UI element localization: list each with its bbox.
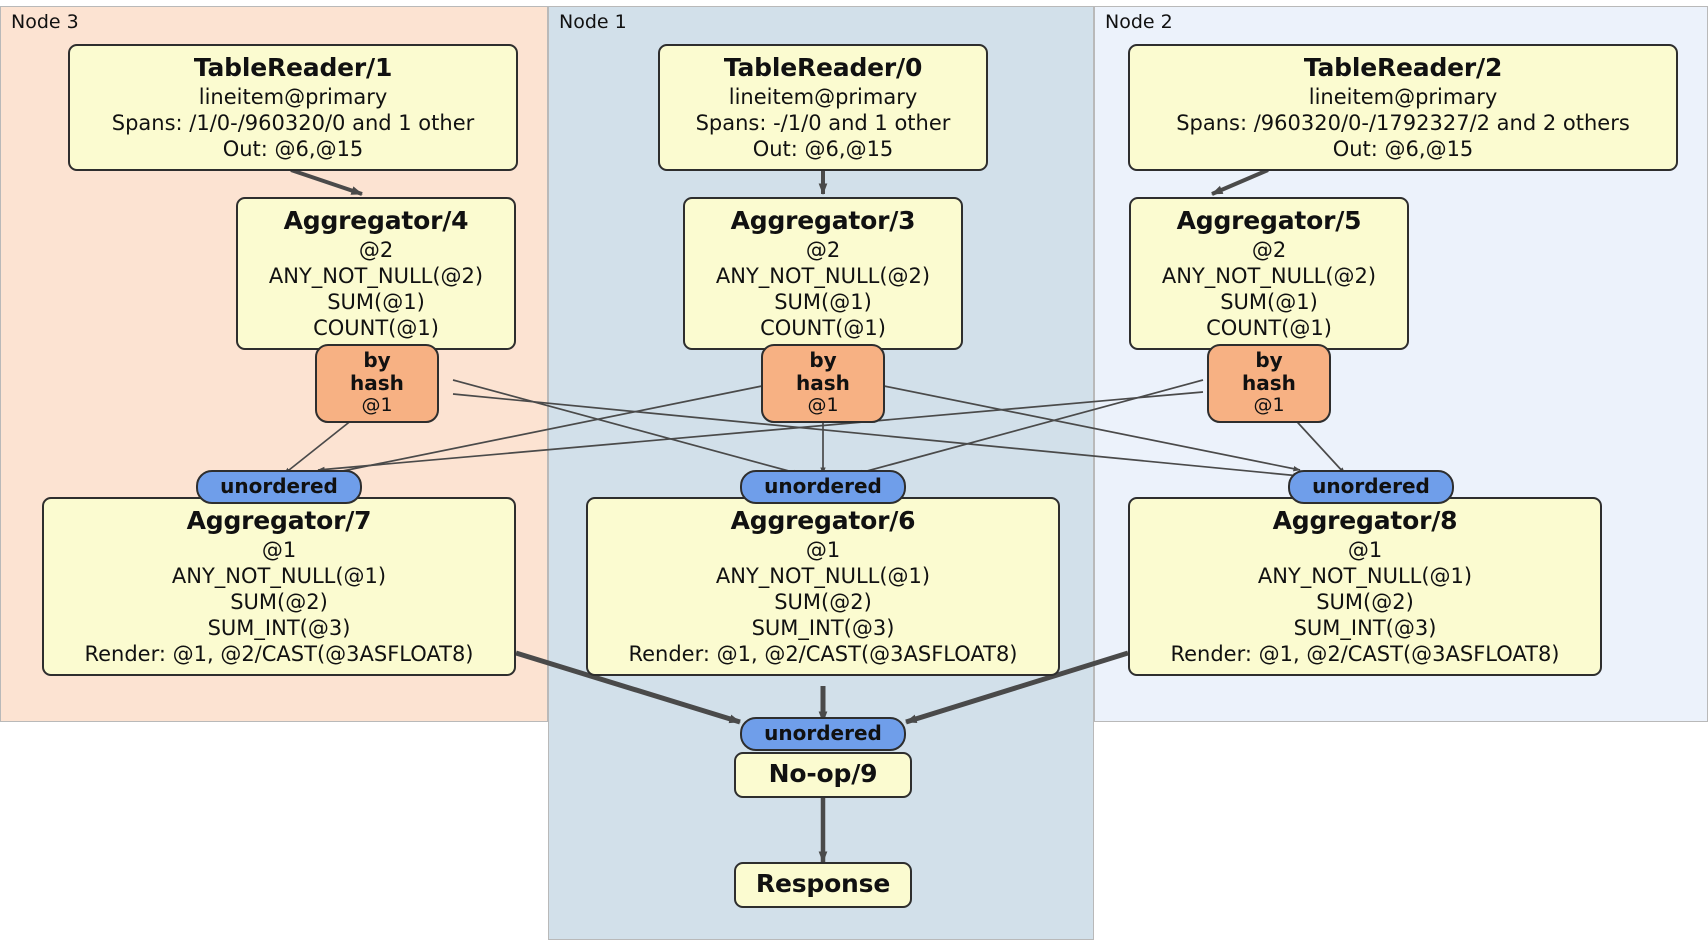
processor-title: Aggregator/7 xyxy=(186,506,372,535)
badge-label: unordered xyxy=(1312,474,1430,498)
hash-router-badge-left[interactable]: by hash @1 xyxy=(315,344,439,423)
processor-detail-line: @1 xyxy=(1347,538,1383,562)
node-panel-label-node-3: Node 3 xyxy=(11,11,79,33)
processor-title: Aggregator/5 xyxy=(1176,206,1362,235)
node-panel-label-node-1: Node 1 xyxy=(559,11,627,33)
unordered-synchronizer-badge-right[interactable]: unordered xyxy=(1288,470,1454,504)
badge-sublabel: @1 xyxy=(1253,394,1285,416)
processor-detail-line: SUM(@2) xyxy=(774,590,872,615)
processor-table-reader-2[interactable]: TableReader/2 lineitem@primary Spans: /9… xyxy=(1128,44,1678,172)
hash-router-badge-center[interactable]: by hash @1 xyxy=(761,344,885,423)
processor-aggregator-7[interactable]: Aggregator/7 @1 ANY_NOT_NULL(@1) SUM(@2)… xyxy=(42,497,516,677)
processor-title: Aggregator/8 xyxy=(1272,506,1458,535)
processor-response[interactable]: Response xyxy=(734,862,912,908)
processor-detail-line: Render: @1, @2/CAST(@3ASFLOAT8) xyxy=(628,642,1018,667)
processor-title: TableReader/2 xyxy=(1303,53,1503,82)
processor-detail-line: Out: @6,@15 xyxy=(1332,137,1474,162)
node-panel-label-node-2: Node 2 xyxy=(1105,11,1173,33)
processor-detail-line: @1 xyxy=(805,538,841,562)
processor-detail-line: SUM(@2) xyxy=(230,590,328,615)
processor-detail-line: ANY_NOT_NULL(@1) xyxy=(715,564,931,589)
processor-aggregator-8[interactable]: Aggregator/8 @1 ANY_NOT_NULL(@1) SUM(@2)… xyxy=(1128,497,1602,677)
badge-sublabel: @1 xyxy=(361,394,393,416)
processor-detail-line: ANY_NOT_NULL(@1) xyxy=(171,564,387,589)
badge-label: by hash xyxy=(350,348,404,395)
processor-detail-line: COUNT(@1) xyxy=(760,316,886,341)
processor-detail-line: SUM(@1) xyxy=(774,290,872,315)
processor-aggregator-6[interactable]: Aggregator/6 @1 ANY_NOT_NULL(@1) SUM(@2)… xyxy=(586,497,1060,677)
badge-label: by hash xyxy=(1242,348,1296,395)
processor-detail-line: SUM(@1) xyxy=(1220,290,1318,315)
processor-detail-line: @2 xyxy=(1251,238,1287,262)
processor-detail-line: Out: @6,@15 xyxy=(222,137,364,162)
badge-label: by hash xyxy=(796,348,850,395)
processor-detail-line: @2 xyxy=(358,238,394,262)
processor-table-reader-0[interactable]: TableReader/0 lineitem@primary Spans: -/… xyxy=(658,44,988,172)
processor-detail-line: @2 xyxy=(805,238,841,262)
processor-aggregator-4[interactable]: Aggregator/4 @2 ANY_NOT_NULL(@2) SUM(@1)… xyxy=(236,197,516,351)
unordered-synchronizer-badge-left[interactable]: unordered xyxy=(196,470,362,504)
processor-table-reader-1[interactable]: TableReader/1 lineitem@primary Spans: /1… xyxy=(68,44,518,172)
processor-detail-line: Spans: /960320/0-/1792327/2 and 2 others xyxy=(1176,111,1630,136)
processor-detail-line: COUNT(@1) xyxy=(313,316,439,341)
badge-sublabel: @1 xyxy=(807,394,839,416)
processor-detail-line: lineitem@primary xyxy=(1308,85,1498,109)
processor-title: No-op/9 xyxy=(768,759,878,788)
processor-title: Response xyxy=(755,869,891,898)
badge-label: unordered xyxy=(764,474,882,498)
processor-no-op-9[interactable]: No-op/9 xyxy=(734,752,912,798)
processor-detail-line: SUM_INT(@3) xyxy=(1293,616,1437,641)
processor-title: TableReader/1 xyxy=(193,53,393,82)
processor-detail-line: Spans: /1/0-/960320/0 and 1 other xyxy=(111,111,475,136)
badge-label: unordered xyxy=(764,721,882,745)
processor-detail-line: COUNT(@1) xyxy=(1206,316,1332,341)
processor-detail-line: @1 xyxy=(261,538,297,562)
processor-title: TableReader/0 xyxy=(723,53,923,82)
processor-detail-line: lineitem@primary xyxy=(198,85,388,109)
processor-detail-line: Render: @1, @2/CAST(@3ASFLOAT8) xyxy=(1170,642,1560,667)
processor-title: Aggregator/6 xyxy=(730,506,916,535)
unordered-synchronizer-badge-center[interactable]: unordered xyxy=(740,470,906,504)
processor-detail-line: ANY_NOT_NULL(@2) xyxy=(1161,264,1377,289)
processor-detail-line: Out: @6,@15 xyxy=(752,137,894,162)
processor-detail-line: ANY_NOT_NULL(@2) xyxy=(268,264,484,289)
hash-router-badge-right[interactable]: by hash @1 xyxy=(1207,344,1331,423)
processor-detail-line: ANY_NOT_NULL(@1) xyxy=(1257,564,1473,589)
processor-detail-line: lineitem@primary xyxy=(728,85,918,109)
badge-label: unordered xyxy=(220,474,338,498)
processor-detail-line: SUM(@1) xyxy=(327,290,425,315)
processor-detail-line: SUM_INT(@3) xyxy=(207,616,351,641)
processor-title: Aggregator/3 xyxy=(730,206,916,235)
processor-detail-line: ANY_NOT_NULL(@2) xyxy=(715,264,931,289)
processor-detail-line: SUM(@2) xyxy=(1316,590,1414,615)
processor-title: Aggregator/4 xyxy=(283,206,469,235)
processor-detail-line: Render: @1, @2/CAST(@3ASFLOAT8) xyxy=(84,642,474,667)
unordered-synchronizer-badge-final[interactable]: unordered xyxy=(740,717,906,751)
processor-aggregator-3[interactable]: Aggregator/3 @2 ANY_NOT_NULL(@2) SUM(@1)… xyxy=(683,197,963,351)
processor-detail-line: SUM_INT(@3) xyxy=(751,616,895,641)
processor-detail-line: Spans: -/1/0 and 1 other xyxy=(695,111,951,136)
processor-aggregator-5[interactable]: Aggregator/5 @2 ANY_NOT_NULL(@2) SUM(@1)… xyxy=(1129,197,1409,351)
